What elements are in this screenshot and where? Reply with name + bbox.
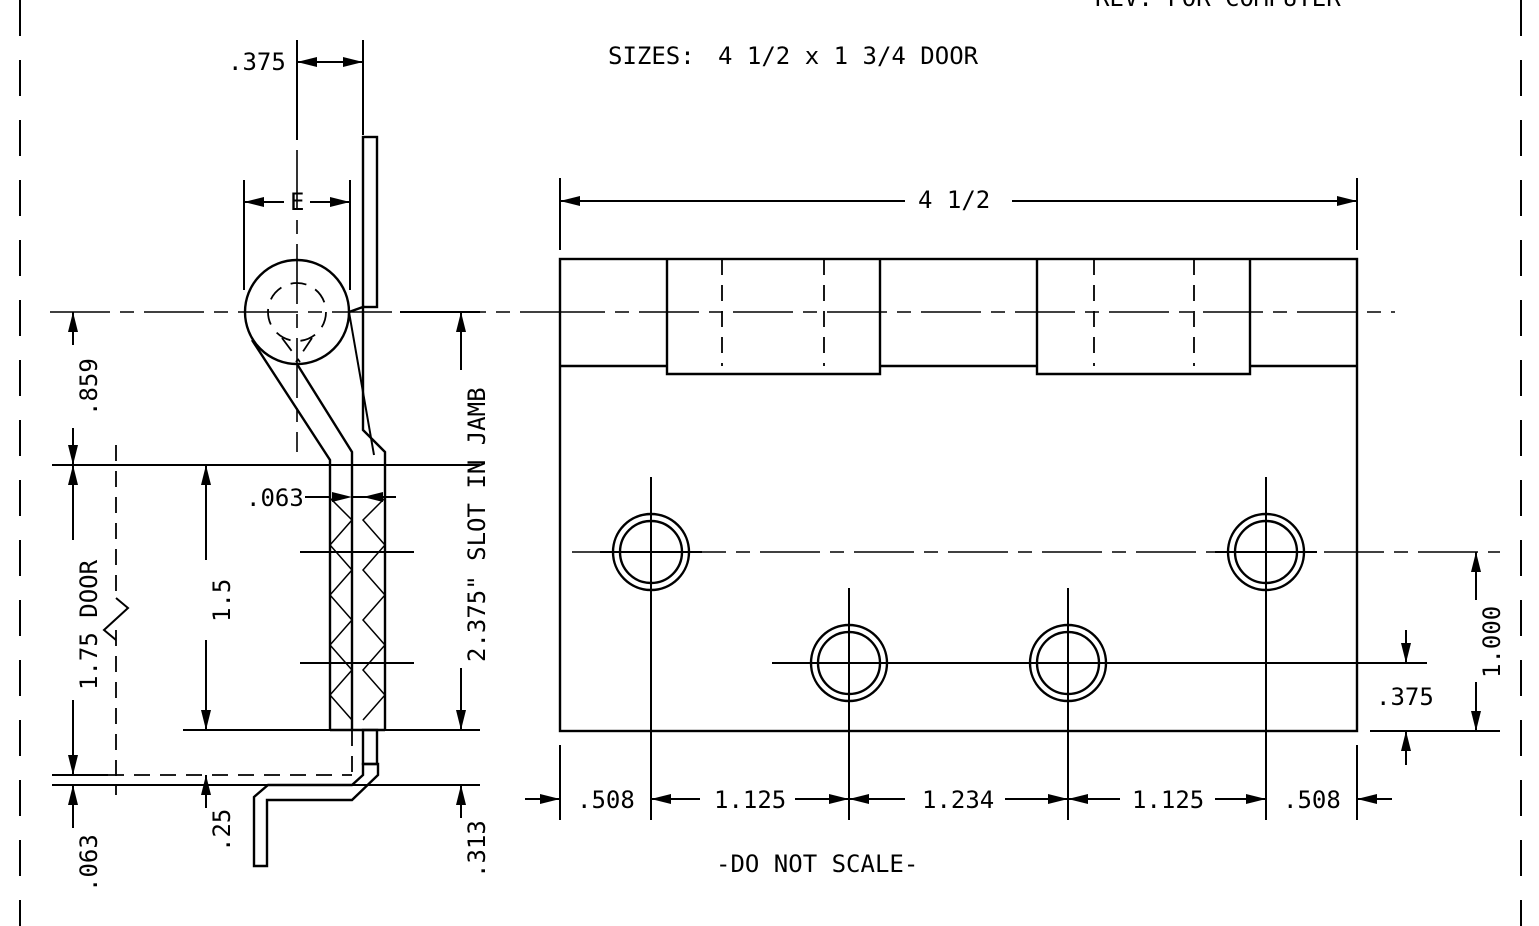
dim-slot-in-jamb: 2.375" SLOT IN JAMB: [463, 387, 491, 662]
dim-bottom-25: .25: [208, 809, 236, 852]
dim-knuckle-width: E: [290, 188, 304, 216]
dim-bottom-313: .313: [463, 820, 491, 878]
dim-leaf-length: 1.5: [208, 579, 236, 622]
jamb-leaf: [252, 135, 380, 868]
dim-door-thickness: 1.75 DOOR: [75, 559, 103, 690]
leaf-crosshatch: [183, 497, 480, 731]
plan-view: 4 1/2: [525, 178, 1506, 820]
dim-bottom-063: .063: [75, 834, 103, 892]
dim-bottom-1125-right: 1.125: [1132, 786, 1204, 814]
dim-859: .859: [75, 358, 103, 416]
sizes-label: SIZES:: [608, 42, 695, 70]
dim-bottom-508-left: .508: [577, 786, 635, 814]
dim-hole-spacing-vertical: 1.000: [1478, 606, 1506, 678]
knuckle-segments: [665, 259, 1252, 376]
door-outline: [102, 445, 353, 795]
section-view: .375 E .859 1.75 DOOR .063: [50, 40, 545, 892]
dim-bottom-508-right: .508: [1283, 786, 1341, 814]
dim-bottom-1125-left: 1.125: [714, 786, 786, 814]
dim-overall-width: 4 1/2: [918, 186, 990, 214]
dim-hole-offset: .375: [1376, 683, 1434, 711]
dim-bottom-1234: 1.234: [922, 786, 994, 814]
do-not-scale-note: -DO NOT SCALE-: [716, 850, 918, 878]
hinge-leaf-outline: [558, 257, 1359, 733]
border: [19, 0, 1522, 926]
revision-note: REV. FOR COMPUTER: [1095, 0, 1341, 12]
dim-pin-offset: .375: [228, 48, 286, 76]
dim-leaf-thickness: .063: [246, 484, 304, 512]
screw-holes: [600, 477, 1317, 820]
sizes-value: 4 1/2 x 1 3/4 DOOR: [718, 42, 979, 70]
